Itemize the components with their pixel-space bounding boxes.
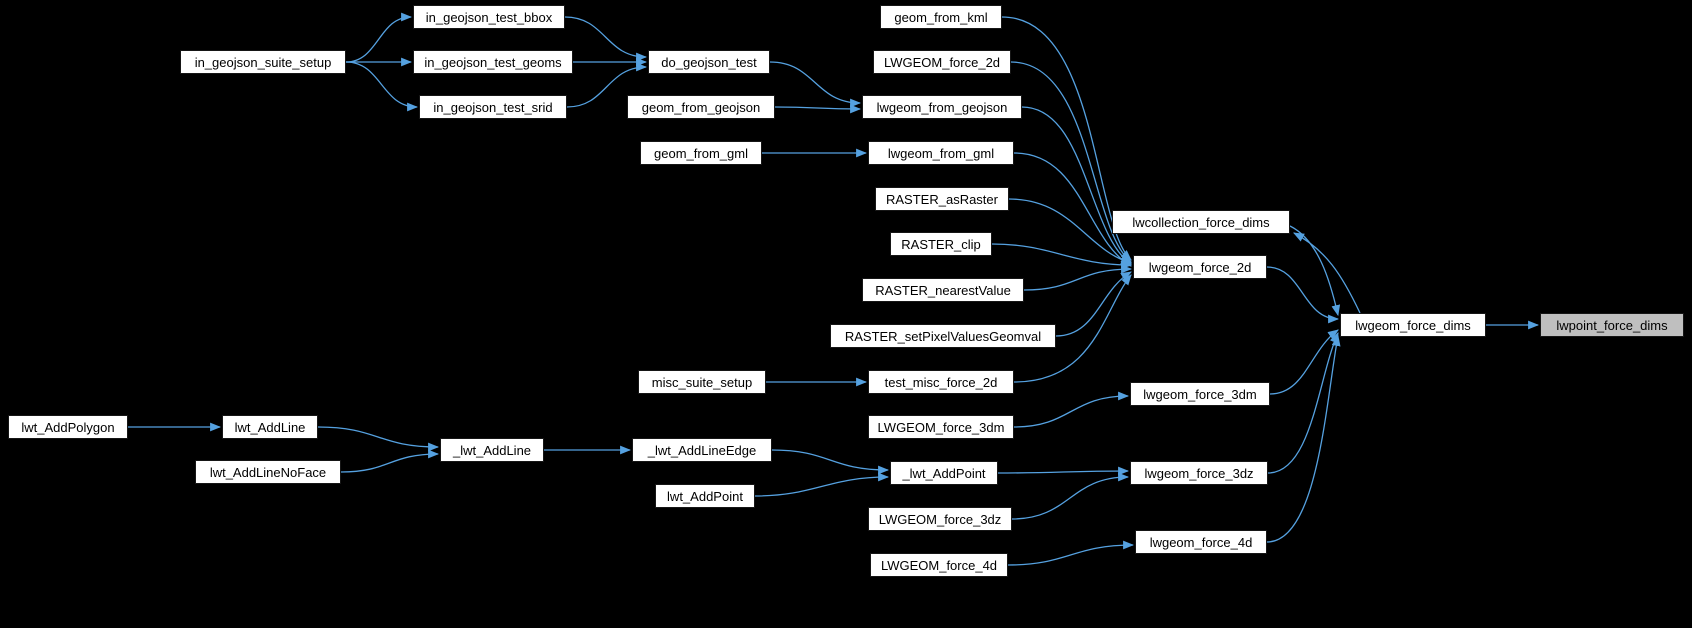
edge-lwt_AddLine-to-_lwt_AddLine	[317, 426, 440, 452]
graph-node-lwt_AddLine[interactable]: lwt_AddLine	[222, 415, 318, 439]
graph-node-in_geojson_suite_setup[interactable]: in_geojson_suite_setup	[180, 50, 346, 74]
edge-in_geojson_suite_setup-to-in_geojson_test_bbox	[345, 12, 413, 63]
edge-RASTER_asRaster-to-lwgeom_force_2d	[1008, 198, 1133, 265]
graph-node-geom_from_kml[interactable]: geom_from_kml	[880, 5, 1002, 29]
graph-node-RASTER_clip[interactable]: RASTER_clip	[890, 232, 992, 256]
graph-node-lwt_AddPolygon[interactable]: lwt_AddPolygon	[8, 415, 128, 439]
edge-lwgeom_force_2d-to-lwgeom_force_dims	[1266, 266, 1340, 324]
graph-node-lwgeom_from_geojson[interactable]: lwgeom_from_geojson	[862, 95, 1022, 119]
graph-node-lwgeom_force_4d[interactable]: lwgeom_force_4d	[1135, 530, 1267, 554]
edge-LWGEOM_force_4d-to-lwgeom_force_4d	[1007, 540, 1135, 566]
edge-lwgeom_force_4d-to-lwgeom_force_dims	[1266, 334, 1341, 543]
edge-in_geojson_test_bbox-to-do_geojson_test	[564, 16, 648, 62]
edge-geom_from_geojson-to-lwgeom_from_geojson	[774, 104, 862, 114]
graph-node-do_geojson_test[interactable]: do_geojson_test	[648, 50, 770, 74]
edge-_lwt_AddLineEdge-to-_lwt_AddPoint	[771, 449, 890, 475]
edge-RASTER_clip-to-lwgeom_force_2d	[991, 243, 1133, 270]
edge-_lwt_AddPoint-to-lwgeom_force_3dz	[997, 466, 1130, 476]
graph-node-lwgeom_force_dims[interactable]: lwgeom_force_dims	[1340, 313, 1486, 337]
edge-in_geojson_test_srid-to-do_geojson_test	[566, 62, 648, 108]
edge-lwgeom_from_geojson-to-lwgeom_force_2d	[1021, 106, 1132, 265]
edge-lwgeom_force_3dm-to-lwgeom_force_dims	[1269, 329, 1339, 395]
graph-node-RASTER_setPixelValuesGeomval[interactable]: RASTER_setPixelValuesGeomval	[830, 324, 1056, 348]
graph-node-in_geojson_test_srid[interactable]: in_geojson_test_srid	[419, 95, 567, 119]
edge-lwgeom_from_gml-to-lwgeom_force_2d	[1013, 152, 1132, 267]
graph-node-LWGEOM_force_3dm[interactable]: LWGEOM_force_3dm	[868, 415, 1014, 439]
graph-node-_lwt_AddPoint[interactable]: _lwt_AddPoint	[890, 461, 998, 485]
edge-lwt_AddLineNoFace-to-_lwt_AddLine	[340, 449, 440, 473]
edge-RASTER_nearestValue-to-lwgeom_force_2d	[1023, 264, 1133, 291]
graph-node-LWGEOM_force_3dz[interactable]: LWGEOM_force_3dz	[868, 507, 1012, 531]
graph-node-test_misc_force_2d[interactable]: test_misc_force_2d	[868, 370, 1014, 394]
edge-geom_from_kml-to-lwgeom_force_2d	[1001, 16, 1132, 261]
graph-node-LWGEOM_force_4d[interactable]: LWGEOM_force_4d	[870, 553, 1008, 577]
graph-node-lwpoint_force_dims: lwpoint_force_dims	[1540, 313, 1684, 337]
edge-LWGEOM_force_3dz-to-lwgeom_force_3dz	[1011, 472, 1130, 520]
graph-node-lwgeom_force_3dm[interactable]: lwgeom_force_3dm	[1130, 382, 1270, 406]
graph-node-lwgeom_force_2d[interactable]: lwgeom_force_2d	[1133, 255, 1267, 279]
graph-node-lwgeom_from_gml[interactable]: lwgeom_from_gml	[868, 141, 1014, 165]
graph-node-RASTER_nearestValue[interactable]: RASTER_nearestValue	[862, 278, 1024, 302]
graph-node-in_geojson_test_bbox[interactable]: in_geojson_test_bbox	[413, 5, 565, 29]
edge-lwt_AddPoint-to-_lwt_AddPoint	[754, 472, 890, 497]
graph-node-in_geojson_test_geoms[interactable]: in_geojson_test_geoms	[413, 50, 573, 74]
edge-LWGEOM_force_2d-to-lwgeom_force_2d	[1010, 61, 1132, 263]
graph-node-RASTER_asRaster[interactable]: RASTER_asRaster	[875, 187, 1009, 211]
edge-in_geojson_suite_setup-to-in_geojson_test_srid	[345, 61, 419, 112]
graph-node-lwt_AddLineNoFace[interactable]: lwt_AddLineNoFace	[195, 460, 341, 484]
graph-node-geom_from_geojson[interactable]: geom_from_geojson	[627, 95, 775, 119]
graph-node-lwcollection_force_dims[interactable]: lwcollection_force_dims	[1112, 210, 1290, 234]
edge-lwgeom_force_dims-to-lwcollection_force_dims	[1293, 232, 1361, 314]
graph-node-misc_suite_setup[interactable]: misc_suite_setup	[638, 370, 766, 394]
graph-node-_lwt_AddLineEdge[interactable]: _lwt_AddLineEdge	[632, 438, 772, 462]
graph-node-_lwt_AddLine[interactable]: _lwt_AddLine	[440, 438, 544, 462]
graph-node-lwgeom_force_3dz[interactable]: lwgeom_force_3dz	[1130, 461, 1268, 485]
edge-LWGEOM_force_3dm-to-lwgeom_force_3dm	[1013, 391, 1130, 428]
graph-node-lwt_AddPoint[interactable]: lwt_AddPoint	[655, 484, 755, 508]
edge-lwgeom_force_3dz-to-lwgeom_force_dims	[1267, 331, 1339, 474]
graph-node-geom_from_gml[interactable]: geom_from_gml	[640, 141, 762, 165]
edge-test_misc_force_2d-to-lwgeom_force_2d	[1013, 274, 1132, 383]
graph-node-LWGEOM_force_2d[interactable]: LWGEOM_force_2d	[873, 50, 1011, 74]
edge-lwcollection_force_dims-to-lwgeom_force_dims	[1289, 225, 1341, 317]
edge-do_geojson_test-to-lwgeom_from_geojson	[769, 61, 862, 108]
